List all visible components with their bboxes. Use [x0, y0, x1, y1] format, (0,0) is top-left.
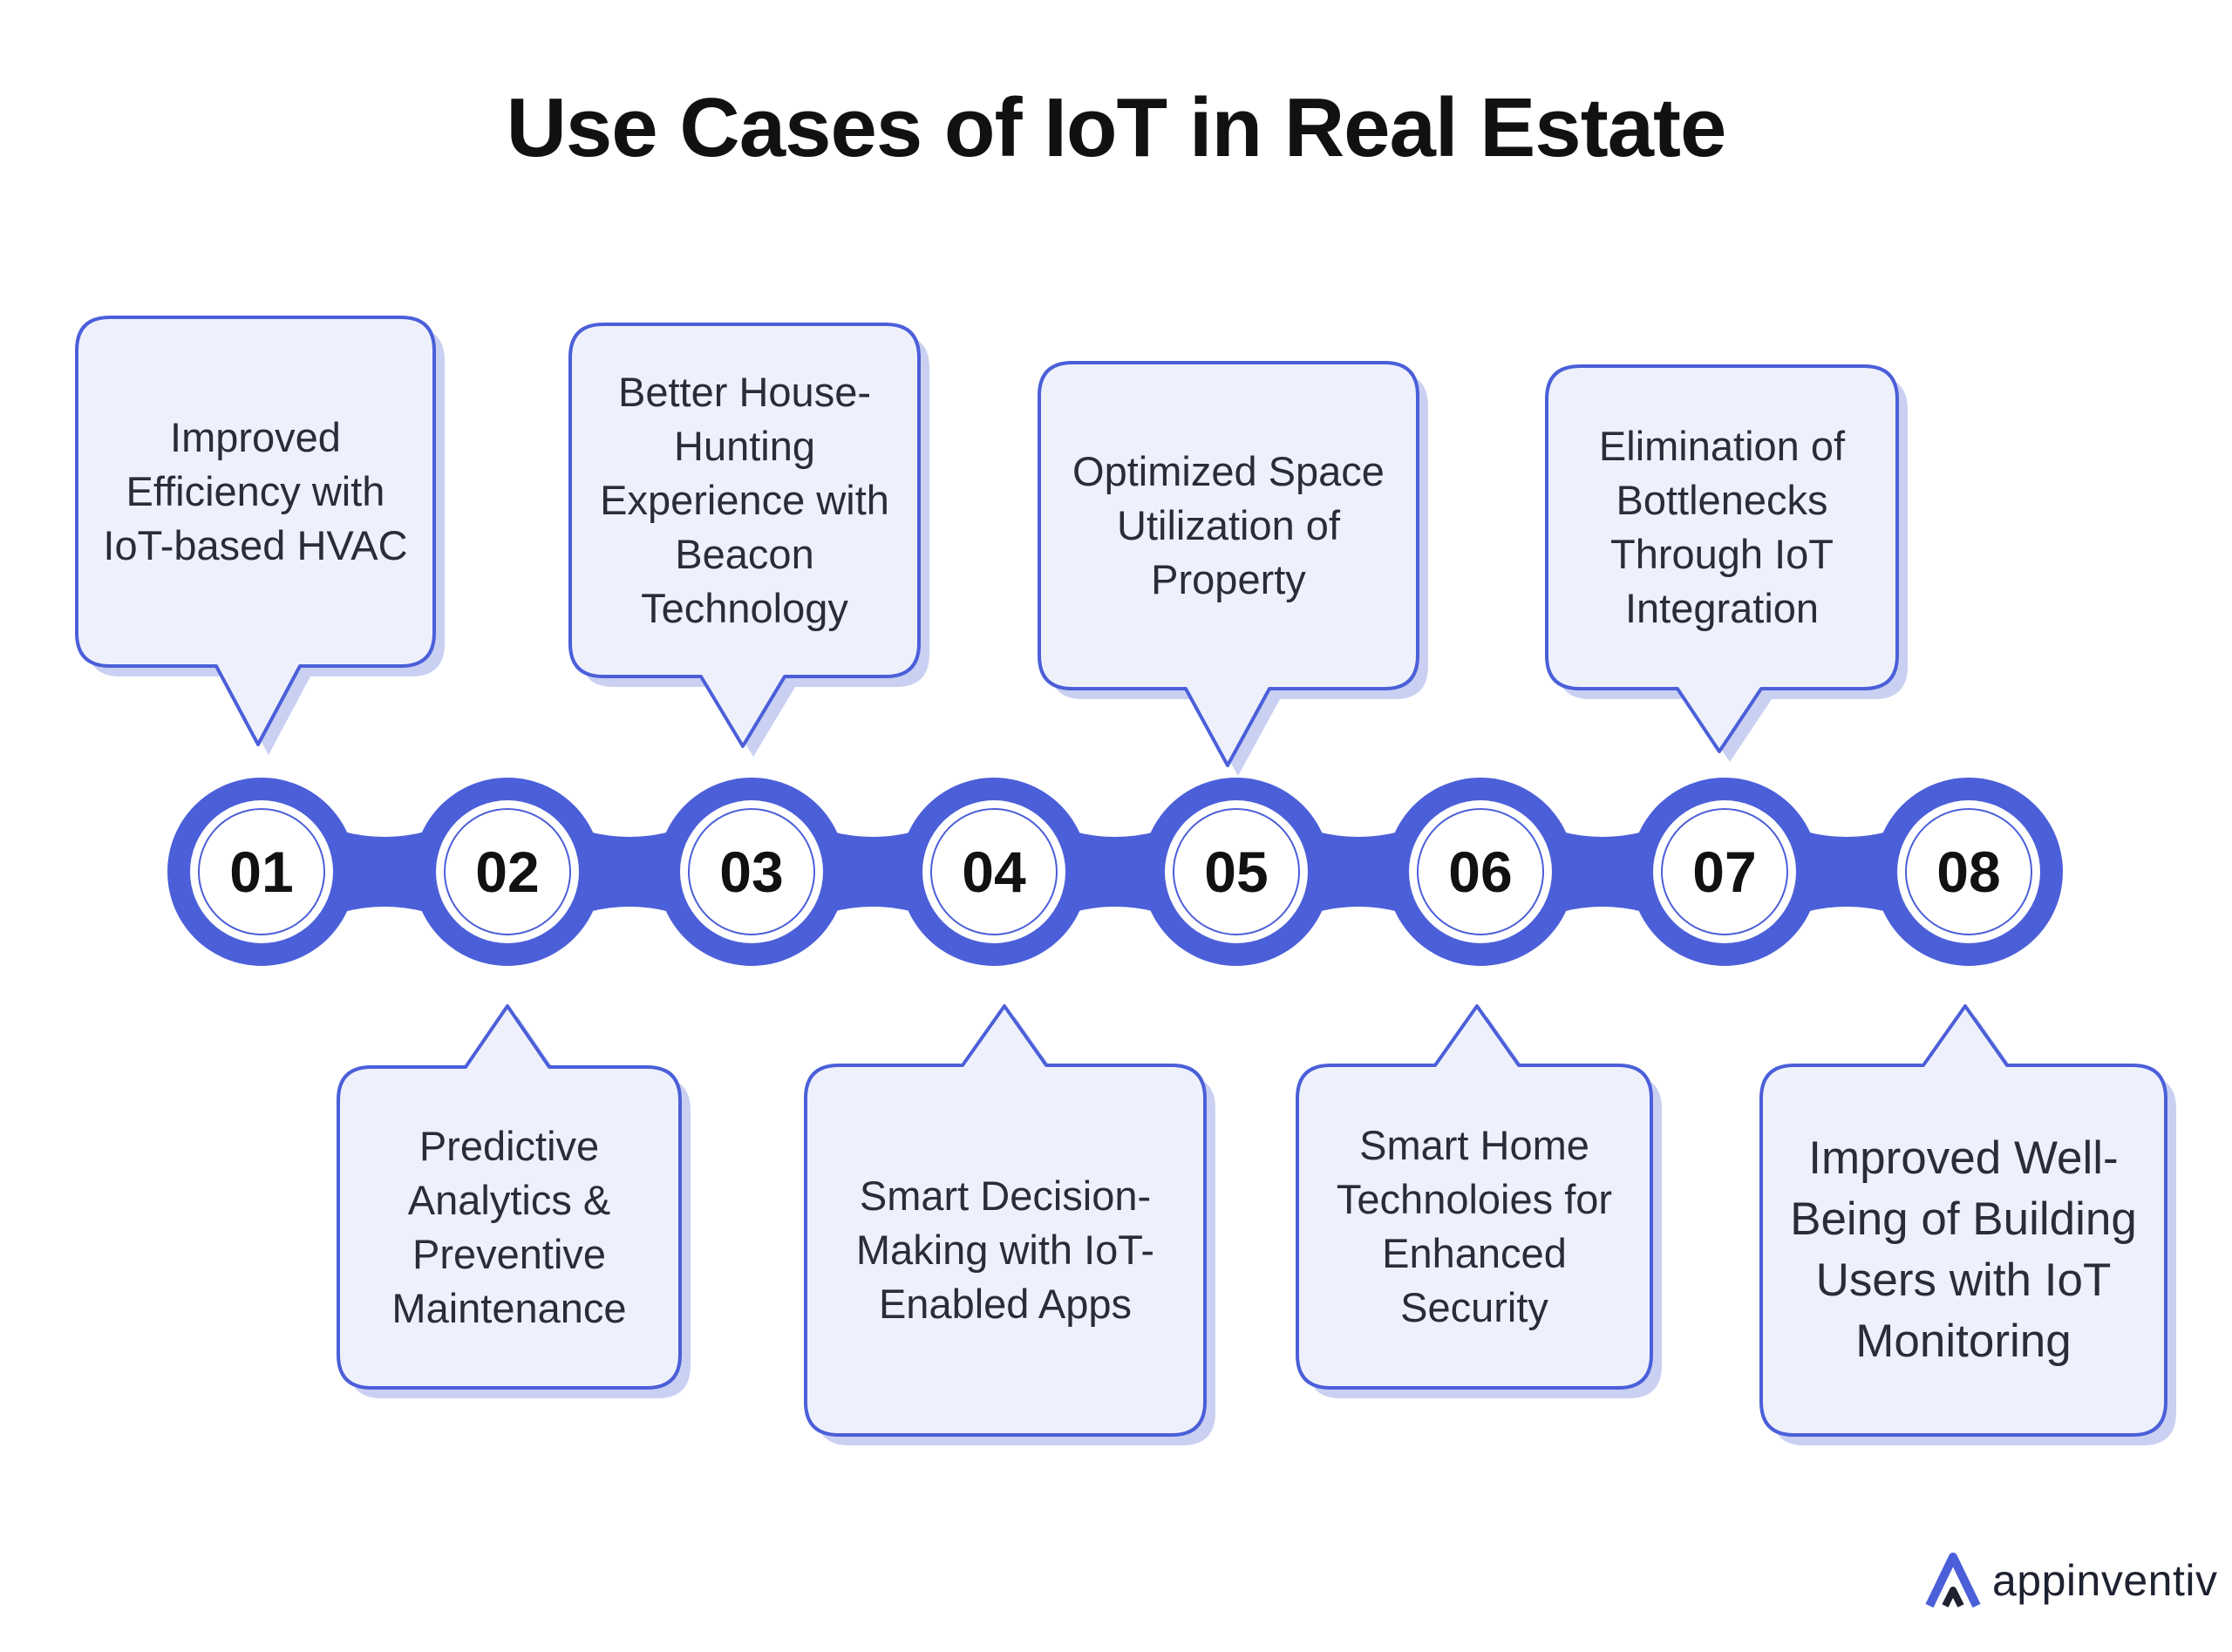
step-node-ring: [1905, 808, 2032, 935]
step-node-ring: [930, 808, 1058, 935]
callout-bubble-08: [1759, 1004, 2176, 1445]
step-description: Smart Decision-Making with IoT-Enabled A…: [855, 1172, 1155, 1328]
band-notch: [1254, 907, 1463, 1043]
band-notch: [1498, 701, 1707, 837]
bubble-body: [1296, 1004, 1653, 1390]
step-number: 05: [1204, 840, 1269, 904]
timeline-chain: [167, 701, 2063, 1043]
bubble-body: [337, 1004, 682, 1390]
bubble-body: [1545, 364, 1899, 753]
band-notch: [768, 907, 977, 1043]
callout-bubbles: [75, 316, 2176, 1445]
bubble-body: [1759, 1004, 2167, 1437]
step-description: Elimination of Bottlenecks Through IoT I…: [1598, 422, 1846, 632]
callout-bubble-03: [568, 323, 929, 757]
callout-bubble-05: [1038, 361, 1428, 776]
step-description: Improved Efficiency with IoT-based HVAC: [103, 413, 408, 569]
band-notch: [280, 907, 489, 1043]
step-node-ring: [1417, 808, 1544, 935]
step-number: 03: [719, 840, 784, 904]
step-number: 08: [1936, 840, 2001, 904]
bubble-body: [75, 316, 436, 746]
bubble-body: [804, 1004, 1207, 1437]
band-notch: [525, 701, 734, 837]
bubble-body: [1038, 361, 1419, 767]
callout-bubble-04: [804, 1004, 1215, 1445]
step-node-inner: [1409, 800, 1552, 943]
callout-bubble-01: [75, 316, 445, 755]
step-description: Better House-Hunting Experience with Bea…: [600, 368, 889, 632]
band-notch: [1011, 701, 1220, 837]
step-node-inner: [1897, 800, 2040, 943]
band-notch: [1742, 907, 1951, 1043]
step-node-ring: [198, 808, 325, 935]
band-notch: [1254, 701, 1463, 837]
step-number: 01: [229, 840, 294, 904]
step-node-ring: [444, 808, 571, 935]
step-node-inner: [190, 800, 333, 943]
band-notch: [1011, 907, 1220, 1043]
step-description: Optimized Space Utilization of Property: [1072, 447, 1385, 603]
step-node-inner: [922, 800, 1065, 943]
callout-bubble-06: [1296, 1004, 1662, 1398]
step-node-ring: [1661, 808, 1788, 935]
step-number: 04: [962, 840, 1026, 904]
step-description: Predictive Analytics & Preventive Mainte…: [391, 1122, 627, 1332]
logo-text: appinventiv: [1992, 1556, 2218, 1605]
bubble-body: [568, 323, 921, 748]
band-notch: [768, 701, 977, 837]
band-notch: [1742, 701, 1951, 837]
page-title: Use Cases of IoT in Real Estate: [506, 81, 1727, 174]
step-number: 06: [1448, 840, 1513, 904]
step-node-inner: [1653, 800, 1796, 943]
callout-bubble-07: [1545, 364, 1908, 762]
step-node-inner: [680, 800, 823, 943]
step-node-inner: [1165, 800, 1308, 943]
step-description: Smart Home Technoloies for Enhanced Secu…: [1336, 1121, 1613, 1331]
callout-bubble-02: [337, 1004, 691, 1398]
step-node-inner: [436, 800, 579, 943]
band-notch: [280, 701, 489, 837]
step-node-ring: [1173, 808, 1300, 935]
appinventiv-logo: appinventiv: [1922, 1541, 2217, 1620]
step-number: 02: [475, 840, 540, 904]
step-number: 07: [1692, 840, 1757, 904]
appinventiv-logo-icon: [1925, 1553, 1981, 1608]
step-description: Improved Well-Being of Building Users wi…: [1790, 1132, 2137, 1367]
band-notch: [1498, 907, 1707, 1043]
step-node-ring: [688, 808, 815, 935]
band-notch: [525, 907, 734, 1043]
